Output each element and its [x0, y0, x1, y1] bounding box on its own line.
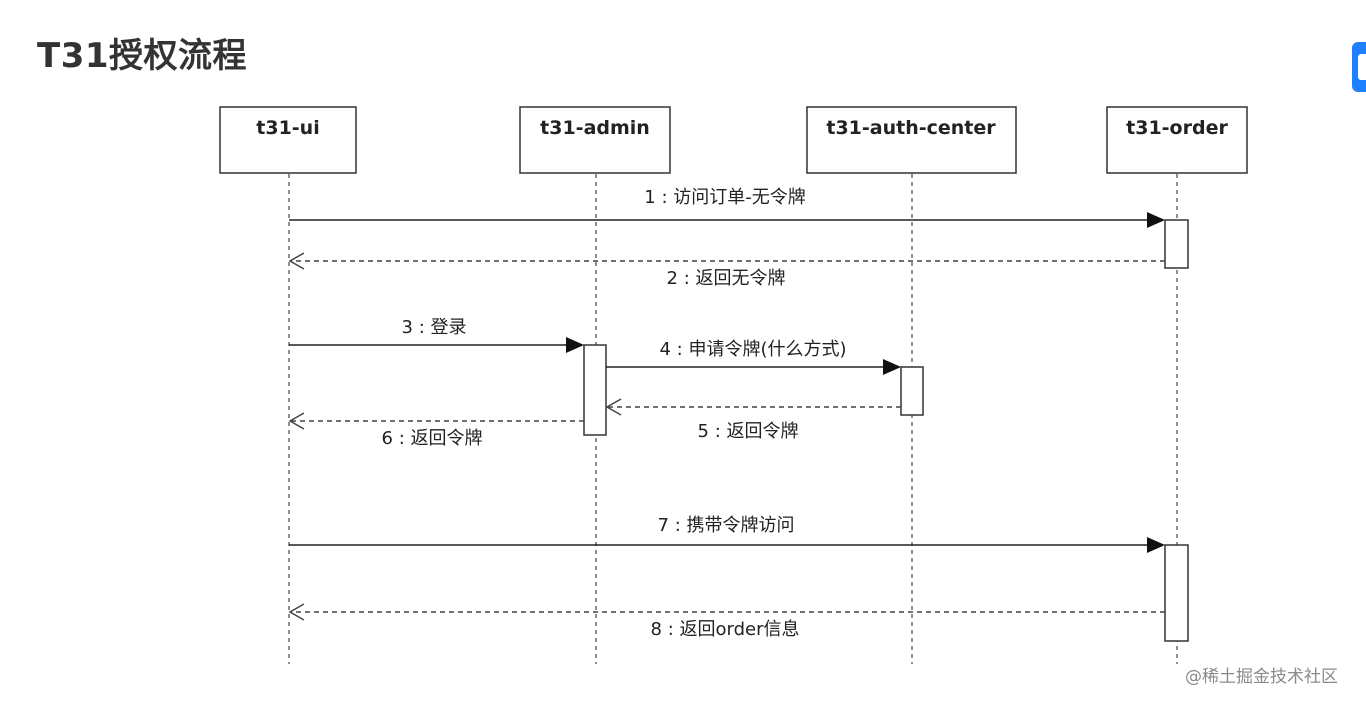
message-7: 7 : 携带令牌访问	[289, 515, 1165, 553]
message-8: 8 : 返回order信息	[288, 603, 1165, 640]
activation-order-2	[1164, 544, 1189, 642]
participant-ui[interactable]: t31-ui	[219, 106, 357, 174]
participant-label-auth-center: t31-auth-center	[826, 117, 996, 139]
participant-order[interactable]: t31-order	[1106, 106, 1248, 174]
activation-order-1	[1164, 219, 1189, 269]
open-arrow-icon	[288, 603, 305, 621]
participant-auth-center[interactable]: t31-auth-center	[806, 106, 1017, 174]
message-label-1: 1 : 访问订单-无令牌	[644, 187, 805, 208]
participant-label-order: t31-order	[1126, 117, 1228, 139]
message-2: 2 : 返回无令牌	[288, 252, 1165, 289]
participant-admin[interactable]: t31-admin	[519, 106, 671, 174]
activation-auth-center	[900, 366, 924, 416]
participant-label-ui: t31-ui	[256, 117, 319, 139]
activation-admin	[583, 344, 607, 436]
page-title: T31授权流程	[37, 36, 248, 76]
message-label-3: 3 : 登录	[402, 317, 467, 338]
message-label-5: 5 : 返回令牌	[698, 421, 799, 442]
arrow-head-icon	[566, 337, 584, 353]
open-arrow-icon	[288, 252, 305, 270]
message-label-8: 8 : 返回order信息	[651, 619, 800, 640]
message-label-7: 7 : 携带令牌访问	[658, 515, 795, 536]
message-label-4: 4 : 申请令牌(什么方式)	[659, 339, 846, 360]
message-1: 1 : 访问订单-无令牌	[289, 187, 1165, 228]
message-label-2: 2 : 返回无令牌	[667, 268, 786, 289]
open-arrow-icon	[605, 398, 622, 416]
message-4: 4 : 申请令牌(什么方式)	[606, 339, 901, 375]
message-3: 3 : 登录	[289, 317, 584, 353]
watermark: @稀土掘金技术社区	[1185, 667, 1338, 687]
arrow-head-icon	[883, 359, 901, 375]
message-label-6: 6 : 返回令牌	[382, 428, 483, 449]
participant-label-admin: t31-admin	[540, 117, 650, 139]
message-6: 6 : 返回令牌	[288, 412, 584, 449]
open-arrow-icon	[288, 412, 305, 430]
message-5: 5 : 返回令牌	[605, 398, 901, 442]
arrow-head-icon	[1147, 212, 1165, 228]
arrow-head-icon	[1147, 537, 1165, 553]
side-panel-tab[interactable]	[1352, 42, 1366, 92]
